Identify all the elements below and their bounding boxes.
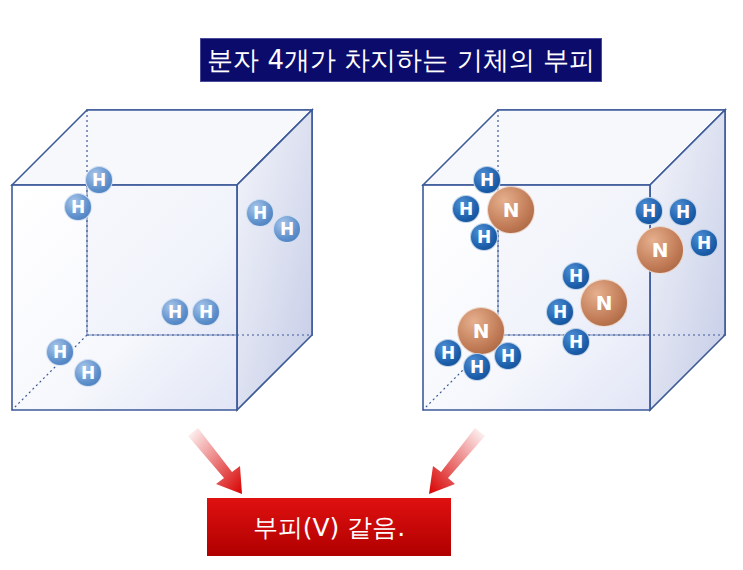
- atom-symbol: H: [501, 348, 515, 365]
- atom-symbol: H: [477, 229, 491, 246]
- hydrogen-atom: H: [690, 229, 718, 257]
- hydrogen-atom: H: [434, 339, 462, 367]
- hydrogen-atom: H: [46, 338, 74, 366]
- atom-symbol: H: [676, 204, 690, 221]
- title-banner: 분자 4개가 차지하는 기체의 부피: [200, 38, 602, 82]
- hydrogen-atom: H: [470, 223, 498, 251]
- atom-symbol: H: [71, 199, 85, 216]
- atom-symbol: H: [441, 345, 455, 362]
- hydrogen-atom: H: [246, 199, 274, 227]
- hydrogen-atom: H: [64, 193, 92, 221]
- atom-symbol: H: [569, 268, 583, 285]
- atom-symbol: N: [652, 240, 669, 260]
- atom-symbol: H: [470, 359, 484, 376]
- hydrogen-atom: H: [546, 298, 574, 326]
- atom-symbol: H: [480, 172, 494, 189]
- hydrogen-atom: H: [161, 298, 189, 326]
- atom-symbol: H: [569, 334, 583, 351]
- atom-symbol: H: [168, 304, 182, 321]
- hydrogen-atom: H: [273, 215, 301, 243]
- atom-symbol: H: [553, 304, 567, 321]
- atom-symbol: N: [596, 293, 613, 313]
- atom-symbol: H: [92, 172, 106, 189]
- hydrogen-atom: H: [85, 166, 113, 194]
- hydrogen-atom: H: [192, 298, 220, 326]
- hydrogen-atom: H: [494, 342, 522, 370]
- result-text: 부피(V) 같음.: [253, 511, 406, 544]
- atom-symbol: H: [199, 304, 213, 321]
- nitrogen-atom: N: [580, 279, 628, 327]
- hydrogen-atom: H: [74, 359, 102, 387]
- hydrogen-atom: H: [635, 197, 663, 225]
- atom-symbol: H: [280, 221, 294, 238]
- atom-symbol: N: [503, 200, 520, 220]
- atom-symbol: N: [473, 321, 490, 341]
- atom-symbol: H: [697, 235, 711, 252]
- hydrogen-atom: H: [452, 195, 480, 223]
- hydrogen-atom: H: [669, 198, 697, 226]
- atom-symbol: H: [253, 205, 267, 222]
- atom-symbol: H: [81, 365, 95, 382]
- atom-symbol: H: [459, 201, 473, 218]
- atom-symbol: H: [642, 203, 656, 220]
- nitrogen-atom: N: [636, 226, 684, 274]
- result-box: 부피(V) 같음.: [207, 498, 451, 556]
- hydrogen-atom: H: [562, 328, 590, 356]
- hydrogen-atom: H: [463, 353, 491, 381]
- atom-symbol: H: [53, 344, 67, 361]
